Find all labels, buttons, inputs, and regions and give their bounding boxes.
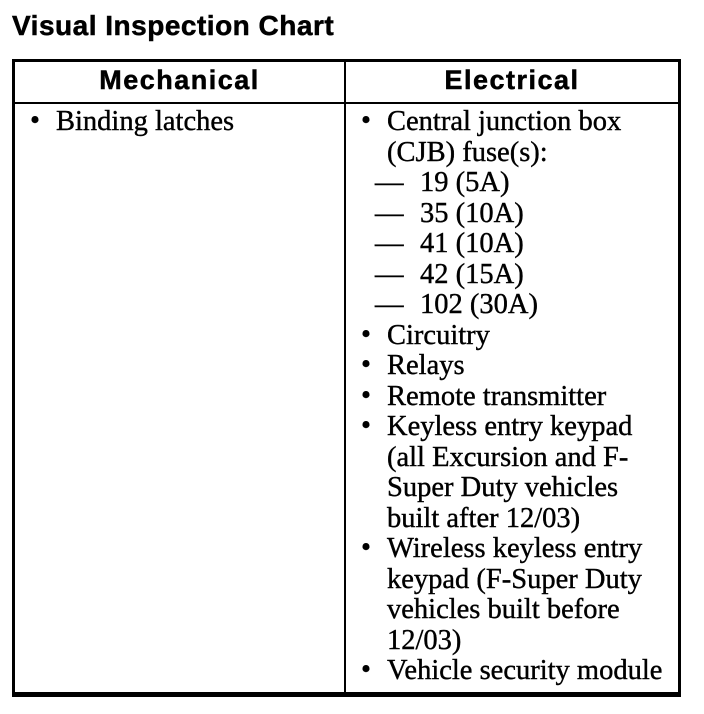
list-item-text: Circuitry [387, 319, 490, 351]
dash-marker: — [375, 228, 404, 259]
bullet-marker: • [361, 410, 371, 441]
page-title: Visual Inspection Chart [12, 10, 335, 41]
sub-list-item: — 35 (10A) [346, 197, 672, 230]
table-header-row: Mechanical Electrical [15, 62, 678, 104]
list-item-text: Binding latches [56, 106, 235, 137]
bullet-marker: • [361, 349, 371, 380]
sub-list-item: — 42 (15A) [346, 258, 672, 291]
list-item-text: Wireless keyless entry keypad (F-Super D… [387, 533, 643, 656]
list-item-text: Central junction box (CJB) fuse(s): [387, 106, 622, 168]
list-item: • Relays [346, 349, 672, 382]
list-item: • Binding latches [15, 105, 338, 138]
electrical-cell: • Central junction box (CJB) fuse(s): — … [346, 104, 678, 692]
table-body-row: • Binding latches • Central junction box… [15, 104, 678, 692]
mechanical-cell: • Binding latches [15, 104, 346, 692]
list-item-text: Remote transmitter [387, 380, 607, 412]
bullet-marker: • [361, 379, 371, 411]
bullet-marker: • [361, 318, 371, 350]
list-item: • Remote transmitter [346, 379, 672, 413]
bullet-marker: • [361, 654, 371, 685]
bullet-marker: • [30, 105, 40, 136]
list-item: • Central junction box (CJB) fuse(s): [346, 105, 672, 168]
sub-item-text: 42 (15A) [420, 258, 524, 290]
dash-marker: — [375, 258, 404, 290]
dash-marker: — [375, 167, 404, 198]
list-item-text: Relays [387, 350, 465, 381]
sub-list-item: — 19 (5A) [346, 167, 672, 199]
dash-marker: — [375, 289, 404, 320]
sub-list-item: — 41 (10A) [346, 228, 672, 260]
list-item: • Wireless keyless entry keypad (F-Super… [346, 532, 672, 656]
bullet-marker: • [361, 532, 371, 563]
list-item-text: Keyless entry keypad (all Excursion and … [387, 411, 633, 534]
sub-item-text: 19 (5A) [420, 167, 510, 198]
column-header-mechanical: Mechanical [15, 62, 346, 104]
list-item: • Keyless entry keypad (all Excursion an… [346, 410, 672, 534]
sub-item-text: 35 (10A) [420, 197, 524, 229]
dash-marker: — [375, 197, 404, 229]
visual-inspection-table: Mechanical Electrical • Binding latches … [12, 59, 681, 697]
list-item: • Vehicle security module [346, 654, 672, 687]
sub-item-text: 102 (30A) [420, 289, 538, 320]
list-item: • Circuitry [346, 318, 672, 352]
list-item-text: Vehicle security module [387, 655, 663, 686]
sub-list-item: — 102 (30A) [346, 289, 672, 321]
bullet-marker: • [361, 105, 371, 136]
sub-item-text: 41 (10A) [420, 228, 524, 259]
column-header-electrical: Electrical [346, 62, 678, 104]
